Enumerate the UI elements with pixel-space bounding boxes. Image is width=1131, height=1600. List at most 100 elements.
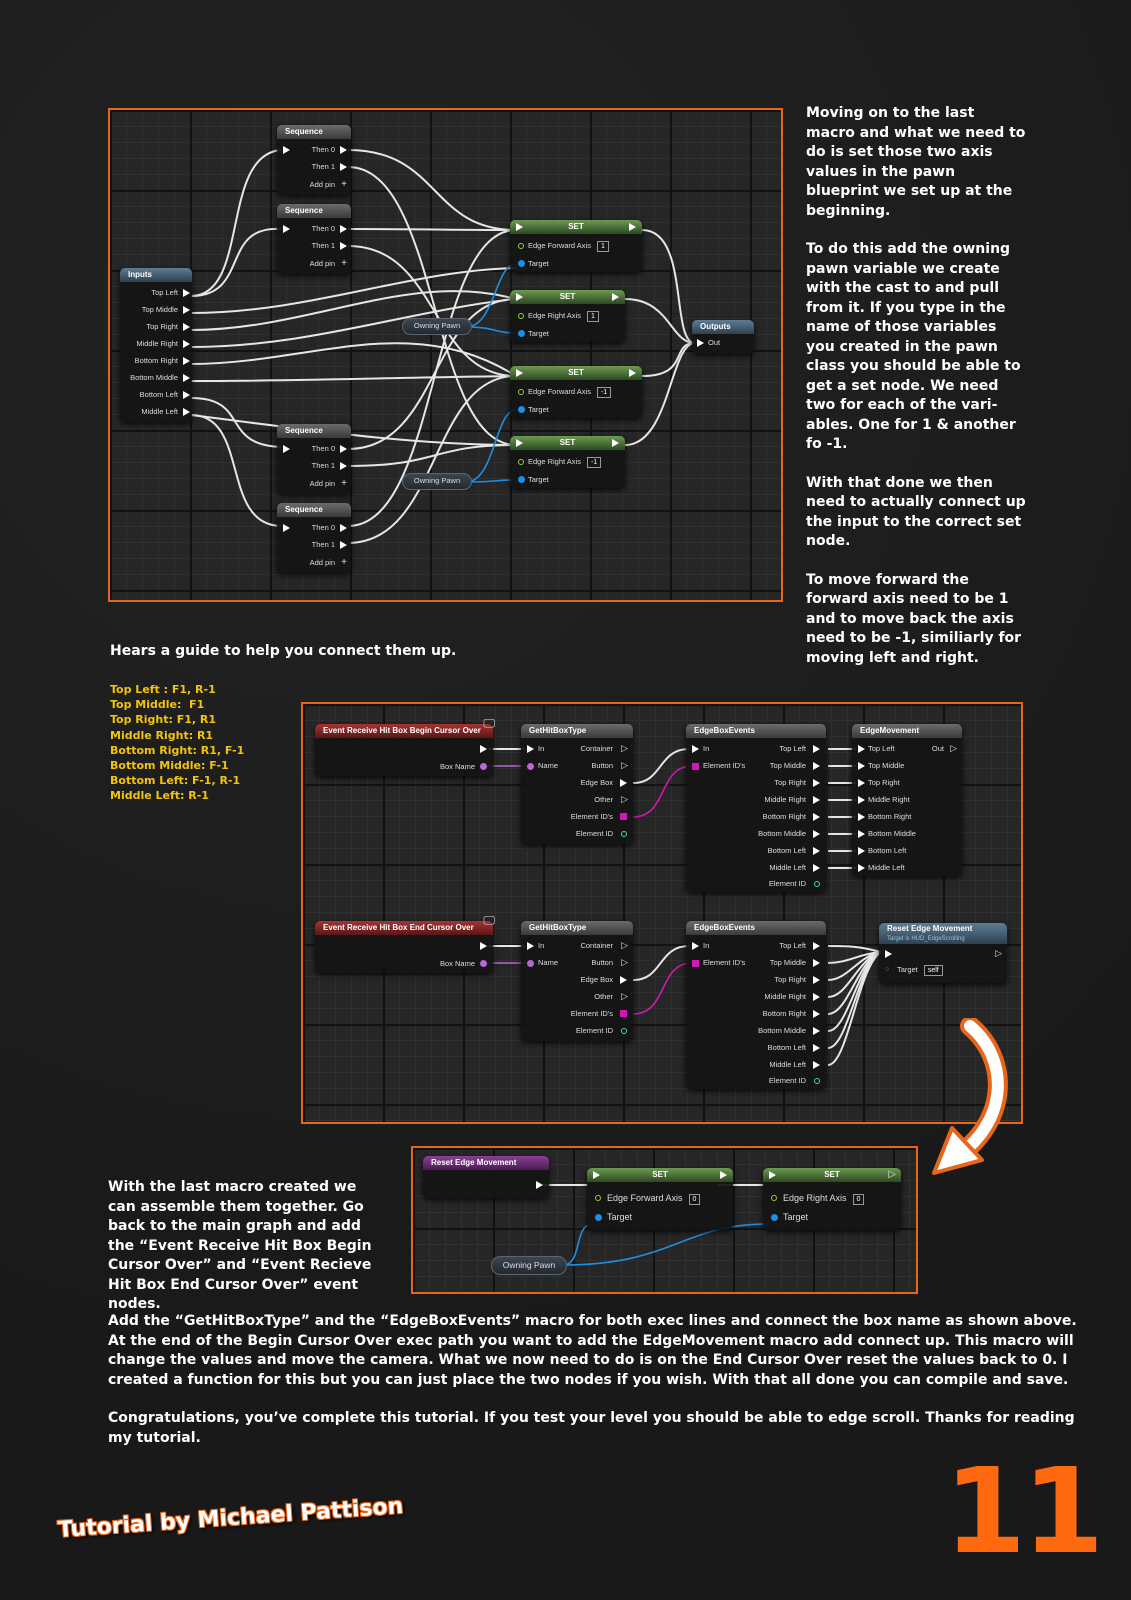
exec-pin-icon[interactable] [340,462,347,470]
array-pin-icon[interactable] [620,813,627,820]
exec-in-pin-icon[interactable] [858,864,865,872]
exec-in-pin-icon[interactable] [858,796,865,804]
set-node-forward[interactable]: SET Edge Forward Axis-1 Target [510,366,642,418]
exec-pin-icon[interactable] [813,1010,820,1018]
set-node-right[interactable]: SET Edge Right Axis-1 Target [510,436,625,488]
exec-in-pin-icon[interactable] [692,942,699,950]
exec-pin-icon[interactable] [340,445,347,453]
exec-in-pin-icon[interactable] [527,745,534,753]
target-pin-icon[interactable] [518,260,525,267]
target-pin-hollow-icon[interactable]: ○ [885,964,890,973]
exec-pin-icon[interactable] [813,1044,820,1052]
get-hit-box-type-node[interactable]: GetHitBoxType In Name Container Button E… [521,724,633,844]
exec-pin-icon[interactable] [340,524,347,532]
float-pin-icon[interactable] [595,1195,601,1201]
plus-icon[interactable]: + [341,258,347,269]
exec-in-pin-icon[interactable] [283,146,290,154]
get-hit-box-type-node[interactable]: GetHitBoxType In Name Container Button E… [521,921,633,1041]
exec-pin-icon[interactable] [340,225,347,233]
exec-out-pin-icon[interactable] [480,942,487,950]
exec-in-pin-icon[interactable] [516,223,523,231]
exec-out-hollow-icon[interactable]: ▷ [621,991,628,1001]
array-pin-icon[interactable] [692,960,699,967]
target-pin-icon[interactable] [595,1214,602,1221]
exec-in-pin-icon[interactable] [527,942,534,950]
exec-out-hollow-icon[interactable]: ▷ [621,794,628,804]
float-pin-icon[interactable] [518,313,524,319]
exec-in-pin-icon[interactable] [858,830,865,838]
exec-pin-icon[interactable] [813,864,820,872]
exec-pin-icon[interactable] [813,976,820,984]
exec-in-pin-icon[interactable] [697,339,704,347]
exec-pin-icon[interactable] [340,541,347,549]
exec-out-hollow-icon[interactable]: ▷ [950,743,957,753]
edge-box-events-node[interactable]: EdgeBoxEvents In Element ID's Top Left T… [686,724,826,892]
plus-icon[interactable]: + [341,478,347,489]
value-input[interactable]: 0 [852,1194,865,1205]
sequence-node[interactable]: Sequence Then 0 Then 1 Add pin + [277,503,351,573]
float-pin-icon[interactable] [518,389,524,395]
add-pin-button[interactable]: Add pin [309,259,335,268]
target-pin-icon[interactable] [518,330,525,337]
exec-pin-icon[interactable] [340,146,347,154]
target-pin-icon[interactable] [771,1214,778,1221]
exec-in-pin-icon[interactable] [692,745,699,753]
exec-out-hollow-icon[interactable]: ▷ [621,743,628,753]
exec-in-pin-icon[interactable] [283,524,290,532]
sequence-node[interactable]: Sequence Then 0 Then 1 Add pin + [277,424,351,494]
exec-out-pin-icon[interactable] [612,439,619,447]
exec-pin-icon[interactable] [813,813,820,821]
exec-out-pin-icon[interactable] [629,369,636,377]
exec-in-pin-icon[interactable] [858,745,865,753]
exec-pin-icon[interactable] [620,976,627,984]
exec-pin-icon[interactable] [813,762,820,770]
exec-in-pin-icon[interactable] [516,293,523,301]
add-pin-button[interactable]: Add pin [309,558,335,567]
float-pin-icon[interactable] [771,1195,777,1201]
exec-pin-icon[interactable] [183,289,190,297]
exec-in-pin-icon[interactable] [283,445,290,453]
exec-out-pin-icon[interactable] [629,223,636,231]
exec-pin-icon[interactable] [183,323,190,331]
value-input[interactable]: 1 [596,241,609,252]
float-pin-icon[interactable] [518,243,524,249]
int-pin-icon[interactable] [814,881,820,887]
exec-in-pin-icon[interactable] [283,225,290,233]
exec-pin-icon[interactable] [813,745,820,753]
array-pin-icon[interactable] [620,1010,627,1017]
add-pin-button[interactable]: Add pin [309,180,335,189]
exec-pin-icon[interactable] [813,779,820,787]
float-pin-icon[interactable] [518,459,524,465]
exec-in-pin-icon[interactable] [593,1171,600,1179]
exec-pin-icon[interactable] [183,391,190,399]
exec-in-pin-icon[interactable] [858,762,865,770]
sequence-node[interactable]: Sequence Then 0 Then 1 Add pin + [277,125,351,195]
exec-pin-icon[interactable] [813,993,820,1001]
exec-in-pin-icon[interactable] [769,1171,776,1179]
exec-in-pin-icon[interactable] [858,779,865,787]
reset-edge-movement-call-node[interactable]: Reset Edge Movement Target is HUD_EdgeSc… [879,923,1007,983]
exec-pin-icon[interactable] [183,340,190,348]
exec-pin-icon[interactable] [183,306,190,314]
edge-box-events-node[interactable]: EdgeBoxEvents In Element ID's Top Left T… [686,921,826,1089]
owning-pawn-variable[interactable]: Owning Pawn [402,473,472,490]
exec-out-hollow-icon[interactable]: ▷ [621,957,628,967]
exec-in-pin-icon[interactable] [516,439,523,447]
value-input[interactable]: -1 [596,387,612,398]
plus-icon[interactable]: + [341,179,347,190]
function-entry-node[interactable]: Reset Edge Movement [423,1156,549,1198]
exec-pin-icon[interactable] [340,163,347,171]
add-pin-button[interactable]: Add pin [309,479,335,488]
name-pin-icon[interactable] [527,763,534,770]
exec-out-hollow-icon[interactable]: ▷ [888,1169,896,1180]
event-end-cursor-over-node[interactable]: Event Receive Hit Box End Cursor Over 🖵 … [315,913,495,973]
exec-pin-icon[interactable] [813,959,820,967]
self-value[interactable]: self [923,965,943,976]
int-pin-icon[interactable] [621,1028,627,1034]
sequence-node[interactable]: Sequence Then 0 Then 1 Add pin + [277,204,351,274]
name-pin-icon[interactable] [527,960,534,967]
exec-in-pin-icon[interactable] [858,847,865,855]
